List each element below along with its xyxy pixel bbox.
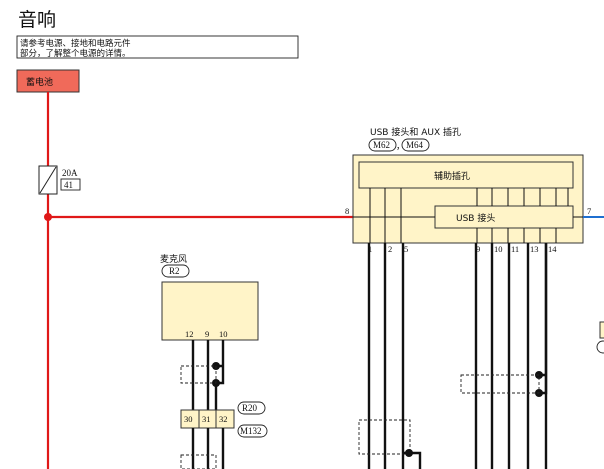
microphone-pin-12: 12 bbox=[185, 329, 194, 339]
microphone-pin-10: 10 bbox=[219, 329, 228, 339]
usb-connector-b-pill bbox=[401, 138, 430, 152]
microphone-pin-9: 9 bbox=[205, 329, 209, 339]
reference-note-box bbox=[16, 35, 299, 59]
junction-connector-a-pill bbox=[237, 401, 266, 415]
usb-connector-b: M64 bbox=[406, 140, 424, 150]
usb-pin-10: 10 bbox=[494, 244, 503, 254]
microphone-connector: R2 bbox=[169, 266, 180, 276]
usb-pin-5: 5 bbox=[404, 244, 408, 254]
usb-pin-7: 7 bbox=[587, 206, 591, 216]
usb-connector-a-pill bbox=[368, 138, 397, 152]
usb-pin-8: 8 bbox=[345, 206, 349, 216]
mic-shield-dashed bbox=[180, 365, 217, 384]
usb-splice-dot-3 bbox=[405, 449, 413, 457]
right-edge-partial-pill bbox=[596, 340, 604, 354]
microphone-connector-pill bbox=[161, 264, 190, 278]
usb-pin-14: 14 bbox=[548, 244, 557, 254]
usb-pin14-jog bbox=[539, 243, 548, 395]
usb-pin-11: 11 bbox=[511, 244, 519, 254]
usb-internal-lines bbox=[353, 216, 583, 243]
junction-shield-dashed bbox=[180, 454, 217, 469]
microphone-wires bbox=[191, 340, 225, 410]
usb-pin-9: 9 bbox=[476, 244, 480, 254]
reference-note-line-2: 部分，了解整个电源的详情。 bbox=[20, 48, 131, 59]
microphone-box bbox=[161, 281, 259, 341]
usb-shield-dashed-2 bbox=[358, 419, 411, 455]
usb-shield-dashed bbox=[460, 374, 540, 394]
junction-pin-30: 30 bbox=[184, 414, 193, 424]
junction-connector-a: R20 bbox=[242, 403, 258, 413]
junction-connector-b-pill bbox=[237, 424, 268, 438]
fuse-number: 41 bbox=[64, 180, 73, 190]
usb-jack-label: USB 接头 bbox=[456, 212, 495, 224]
usb-pin-2: 2 bbox=[388, 244, 392, 254]
fuse-element-icon bbox=[39, 166, 57, 194]
aux-jack-label: 辅助插孔 bbox=[434, 170, 470, 182]
usb-pin-13: 13 bbox=[530, 244, 539, 254]
junction-lower-wires bbox=[191, 428, 225, 469]
microphone-title: 麦克风 bbox=[160, 253, 187, 265]
fuse-number-box bbox=[60, 178, 81, 191]
junction-connector-b: M132 bbox=[240, 426, 262, 436]
usb-output-wires bbox=[367, 243, 548, 469]
usb-connector-a: M62 bbox=[373, 140, 390, 150]
aux-internal-lines bbox=[369, 188, 569, 243]
junction-pin-32: 32 bbox=[219, 414, 228, 424]
junction-pin-32-box bbox=[215, 409, 235, 429]
power-splice-dot bbox=[44, 213, 52, 221]
aux-jack-box bbox=[358, 161, 574, 189]
junction-pin-31: 31 bbox=[202, 414, 211, 424]
page-title: 音响 bbox=[18, 9, 56, 31]
battery-label: 蓄电池 bbox=[26, 76, 53, 88]
right-edge-partial-box bbox=[599, 321, 604, 339]
fuse-rating: 20A bbox=[62, 168, 78, 178]
usb-connector-separator: ， bbox=[396, 142, 405, 152]
usb-unit-title: USB 接头和 AUX 插孔 bbox=[370, 126, 461, 138]
reference-note-line-1: 请参考电源、接地和电路元件 bbox=[20, 38, 131, 49]
